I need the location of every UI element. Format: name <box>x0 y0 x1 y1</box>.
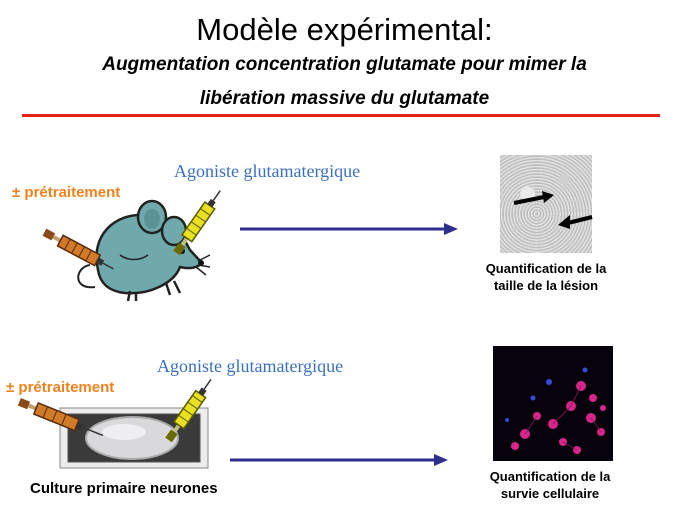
lesion-caption-line-2: taille de la lésion <box>493 278 599 293</box>
lesion-histology-image <box>500 155 593 253</box>
culture-dish-icon <box>59 407 209 469</box>
subtitle-line-1: Augmentation concentration glutamate pou… <box>102 54 587 75</box>
syringe-icon <box>165 378 212 443</box>
syringe-icon <box>42 228 114 270</box>
syringe-icon <box>173 190 221 256</box>
subtitle-line-2: libération massive du glutamate <box>199 88 490 109</box>
syringe-icon <box>17 398 104 437</box>
process-arrow <box>230 454 448 466</box>
in-vitro-agonist-label: Agoniste glutamatergique <box>157 356 344 376</box>
in-vitro-pretreatment-label: ± prétraitement <box>6 379 115 396</box>
arrow-icon <box>513 191 554 205</box>
survival-caption-line-2: survie cellulaire <box>500 486 600 501</box>
mouse-icon <box>77 199 211 302</box>
arrow-icon <box>558 215 593 229</box>
cell-survival-fluorescence-image <box>493 346 613 461</box>
page-title: Modèle expérimental: <box>196 12 493 47</box>
process-arrow <box>240 223 458 235</box>
title-divider <box>22 114 660 117</box>
culture-label: Culture primaire neurones <box>30 480 218 497</box>
in-vivo-agonist-label: Agoniste glutamatergique <box>174 161 361 181</box>
fluorescent-cells-graphic <box>505 367 606 454</box>
survival-caption-line-1: Quantification de la <box>489 469 611 484</box>
lesion-caption-line-1: Quantification de la <box>485 261 607 276</box>
in-vivo-pretreatment-label: ± prétraitement <box>12 184 121 201</box>
